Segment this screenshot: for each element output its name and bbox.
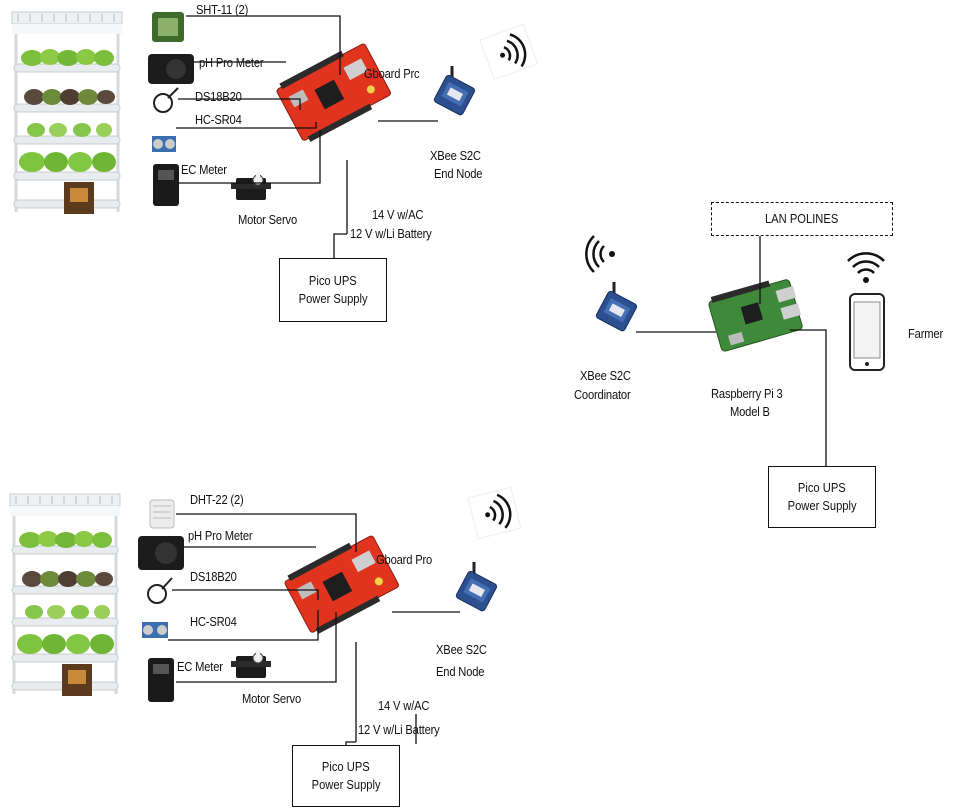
- node1-radio-label-2: End Node: [434, 166, 483, 181]
- node1-sensor-label-ds18b20: DS18B20: [195, 89, 242, 104]
- raspberry-pi-label-2: Model B: [730, 404, 770, 419]
- node2-controller-label: Gboard Pro: [376, 552, 433, 567]
- gateway-wires: [636, 236, 827, 466]
- node2-power-line-2: 12 V w/Li Battery: [358, 722, 440, 737]
- coordinator-label-1: XBee S2C: [580, 368, 631, 383]
- node1-power-line-1: 14 V w/AC: [372, 207, 424, 222]
- lan-network-box: LAN POLINES: [711, 202, 893, 236]
- node2-sensor-label-ph: pH Pro Meter: [188, 528, 253, 543]
- node2-servo-icon: [230, 649, 272, 679]
- node2-ec-meter-icon: [148, 658, 174, 702]
- node1-wireless-signal-icon: [479, 23, 539, 81]
- node2-hcsr04-icon: [142, 622, 168, 638]
- raspberry-pi-icon: [708, 279, 803, 352]
- node1-ups-line-2: Power Supply: [298, 291, 368, 306]
- node2-ups-line-1: Pico UPS: [322, 759, 370, 774]
- node2-power-line-1: 14 V w/AC: [378, 698, 430, 713]
- gateway-ups-line-1: Pico UPS: [798, 480, 846, 495]
- phone-wifi-icon: [847, 252, 885, 283]
- node2-wireless-signal-icon: [467, 486, 522, 540]
- node2-pico-ups-box: Pico UPS Power Supply: [292, 745, 400, 807]
- raspberry-pi-label-1: Raspberry Pi 3: [711, 386, 783, 401]
- node2-ups-line-2: Power Supply: [311, 777, 381, 792]
- node2-sensor-label-ec: EC Meter: [177, 659, 223, 674]
- node2-sensor-label-dht22: DHT-22 (2): [190, 492, 244, 507]
- coordinator-xbee-icon: [593, 280, 640, 334]
- node1-board-icon: [273, 39, 394, 146]
- node2-xbee-icon: [453, 560, 500, 614]
- node1-hydroponic-tower-icon: [10, 10, 124, 216]
- gateway-wireless-signal-icon: [585, 235, 615, 273]
- node2-dht22-icon: [149, 499, 175, 529]
- node2-sensor-label-ds18b20: DS18B20: [190, 569, 237, 584]
- node1-sensor-label-hcsr04: HC-SR04: [195, 112, 242, 127]
- node1-actuator-label: Motor Servo: [238, 212, 298, 227]
- node2-actuator-label: Motor Servo: [242, 691, 302, 706]
- node1-ec-meter-icon: [153, 164, 179, 206]
- node2-ds18b20-icon: [147, 577, 173, 604]
- node1-sht11-icon: [152, 12, 184, 42]
- node2-radio-label-2: End Node: [436, 664, 485, 679]
- node1-ds18b20-icon: [153, 87, 179, 113]
- node1-sensor-icons: [148, 12, 194, 206]
- node2-sensor-icons: [138, 499, 184, 702]
- lan-network-label: LAN POLINES: [765, 211, 839, 226]
- node1-controller-label: Gboard Prc: [364, 66, 420, 81]
- node1-hcsr04-icon: [152, 136, 176, 152]
- node1-xbee-icon: [431, 64, 478, 118]
- node1-sensor-label-sht11: SHT-11 (2): [196, 2, 249, 17]
- node1-ups-line-1: Pico UPS: [309, 273, 357, 288]
- farmer-label: Farmer: [908, 326, 944, 341]
- node1-wires: [176, 15, 438, 258]
- node1-ph-meter-icon: [148, 54, 194, 84]
- node1-radio-label-1: XBee S2C: [430, 148, 481, 163]
- node1-servo-icon: [230, 171, 272, 201]
- node2-sensor-label-hcsr04: HC-SR04: [190, 614, 237, 629]
- node2-radio-label-1: XBee S2C: [436, 642, 487, 657]
- node1-pico-ups-box: Pico UPS Power Supply: [279, 258, 387, 322]
- node1-power-line-2: 12 V w/Li Battery: [350, 226, 432, 241]
- node2-hydroponic-tower-icon: [8, 492, 122, 698]
- node2-ph-meter-icon: [138, 536, 184, 570]
- node1-sensor-label-ec: EC Meter: [181, 162, 227, 177]
- smartphone-icon: [849, 293, 885, 371]
- coordinator-label-2: Coordinator: [574, 387, 631, 402]
- gateway-pico-ups-box: Pico UPS Power Supply: [768, 466, 876, 528]
- node2-wires: [168, 513, 460, 745]
- node1-sensor-label-ph: pH Pro Meter: [199, 55, 264, 70]
- gateway-ups-line-2: Power Supply: [787, 498, 857, 513]
